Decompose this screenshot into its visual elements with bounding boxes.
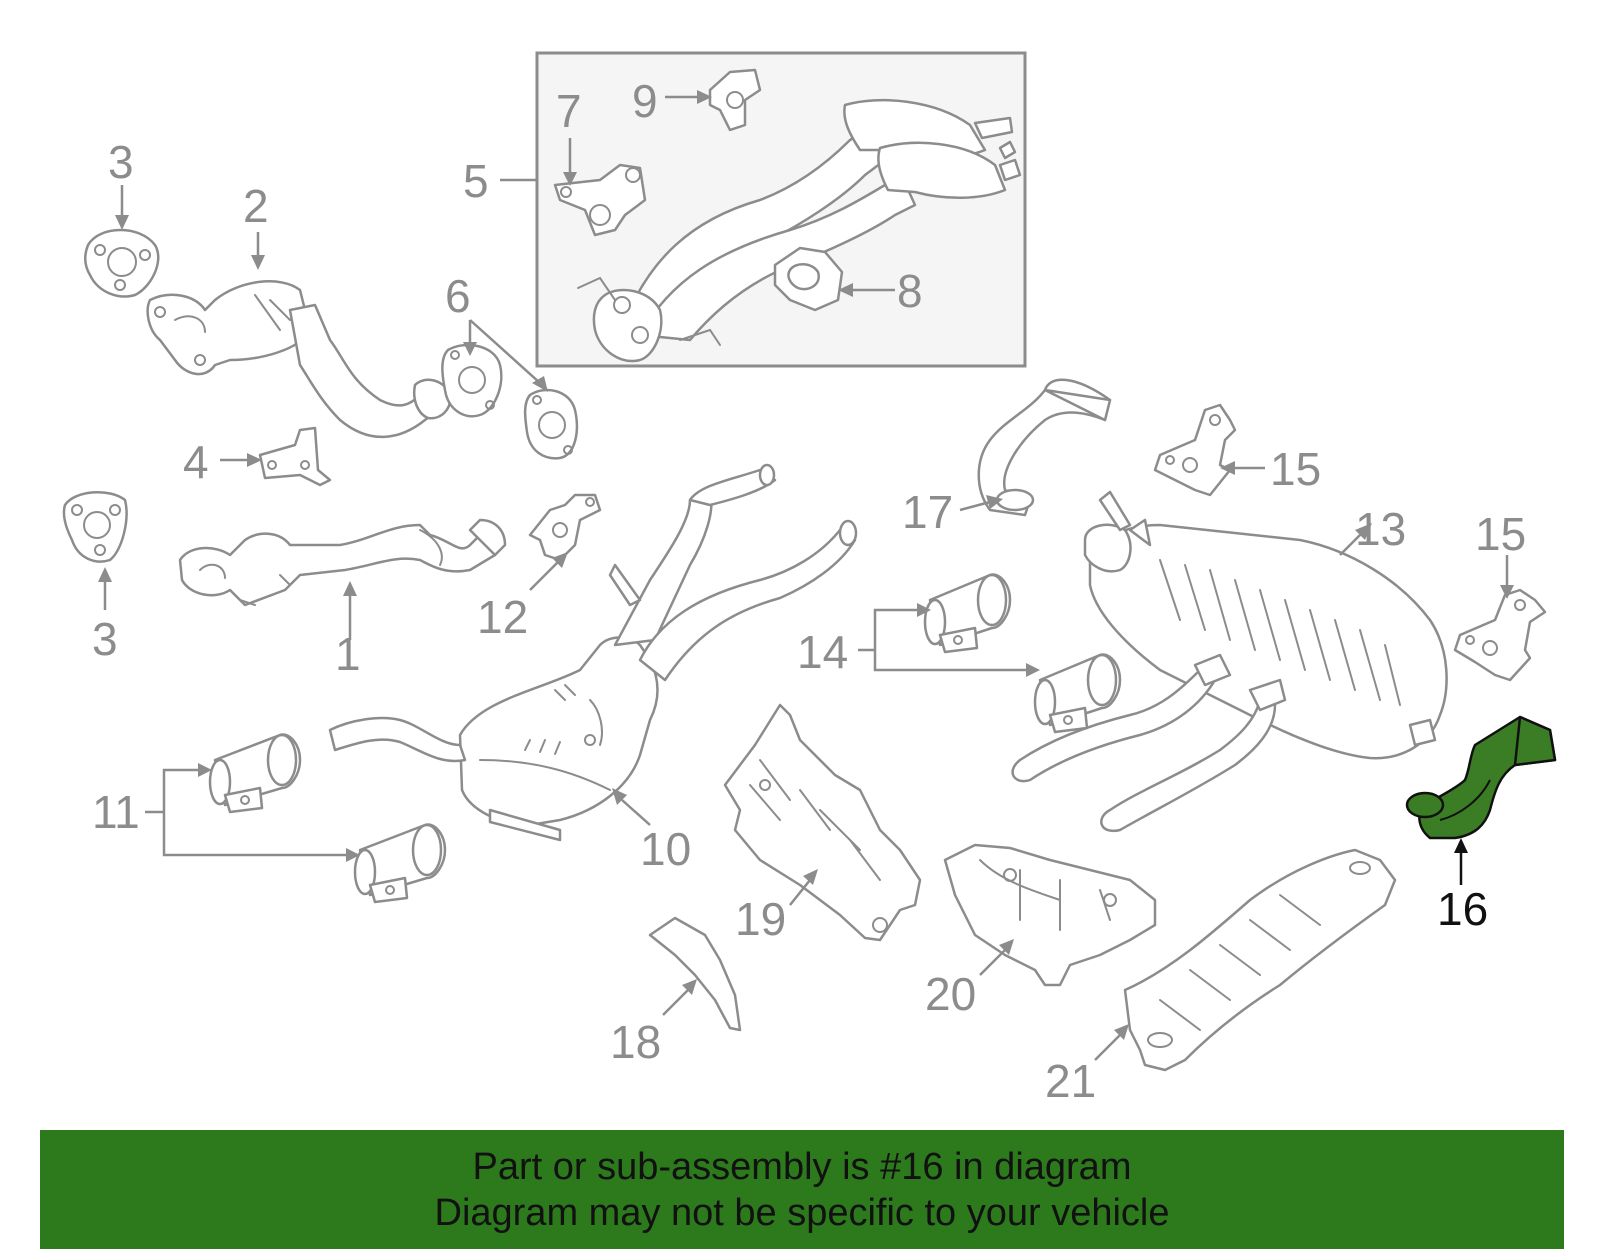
callout-7: 7	[556, 85, 582, 137]
callout-18: 18	[610, 1016, 661, 1068]
part-15-hanger-upper[interactable]	[1153, 403, 1237, 497]
part-11-clamp-lower[interactable]	[353, 823, 447, 904]
part-info-banner: Part or sub-assembly is #16 in diagram D…	[40, 1130, 1564, 1249]
part-16-tailpipe-tip-highlighted[interactable]	[1405, 715, 1557, 840]
part-1-front-pipe[interactable]	[178, 518, 507, 607]
part-15-hanger-lower[interactable]	[1453, 588, 1547, 682]
part-3-gasket-bottom[interactable]	[62, 490, 128, 563]
callout-1: 1	[335, 628, 361, 680]
part-14-clamp-upper[interactable]	[923, 573, 1012, 654]
callout-15-upper: 15	[1270, 443, 1321, 495]
part-21-heat-shield[interactable]	[1123, 848, 1397, 1072]
callout-9: 9	[632, 75, 658, 127]
part-3-gasket-top[interactable]	[84, 228, 160, 298]
callout-12: 12	[477, 591, 528, 643]
callout-20: 20	[925, 968, 976, 1020]
callout-17: 17	[902, 486, 953, 538]
part-7-bracket[interactable]	[553, 163, 647, 237]
banner-line-disclaimer: Diagram may not be specific to your vehi…	[434, 1191, 1170, 1234]
callout-labels: 1 2 3 3 4 5 6 7 8 9 10 11 12 13 14 15 15…	[92, 75, 1526, 1107]
callout-8: 8	[897, 265, 923, 317]
callout-3-top: 3	[108, 136, 134, 188]
callout-16: 16	[1437, 883, 1488, 935]
callout-11: 11	[92, 786, 140, 838]
part-20-heat-shield[interactable]	[943, 843, 1157, 987]
callout-15-lower: 15	[1475, 508, 1526, 560]
callout-5: 5	[463, 155, 489, 207]
callout-10: 10	[640, 823, 691, 875]
part-9-hanger[interactable]	[708, 68, 762, 132]
callout-13: 13	[1355, 503, 1406, 555]
part-17-tailpipe-tip[interactable]	[977, 378, 1112, 517]
part-19-heat-shield[interactable]	[723, 703, 922, 942]
part-18-small-heat-shield[interactable]	[648, 916, 742, 1032]
part-4-bracket[interactable]	[258, 426, 332, 487]
callout-19: 19	[735, 893, 786, 945]
part-14-clamp-lower[interactable]	[1033, 653, 1122, 734]
part-2-front-cat-pipe[interactable]	[146, 280, 452, 439]
callout-21: 21	[1045, 1055, 1096, 1107]
callout-14: 14	[797, 626, 848, 678]
callout-2: 2	[243, 180, 269, 232]
part-6-gaskets[interactable]	[441, 343, 579, 460]
callout-6: 6	[445, 270, 471, 322]
callout-4: 4	[183, 436, 209, 488]
part-11-clamp-upper[interactable]	[208, 733, 302, 814]
part-12-hanger[interactable]	[528, 493, 602, 562]
part-13-rear-muffler[interactable]	[1011, 490, 1448, 833]
part-8-rubber-mount[interactable]	[773, 246, 844, 312]
banner-line-part-number: Part or sub-assembly is #16 in diagram	[472, 1145, 1132, 1188]
part-5-catalytic-y-pipe[interactable]	[577, 98, 1022, 363]
callout-3-bottom: 3	[92, 613, 118, 665]
part-10-center-muffler[interactable]	[328, 463, 858, 842]
leader-lines	[98, 90, 1514, 1061]
